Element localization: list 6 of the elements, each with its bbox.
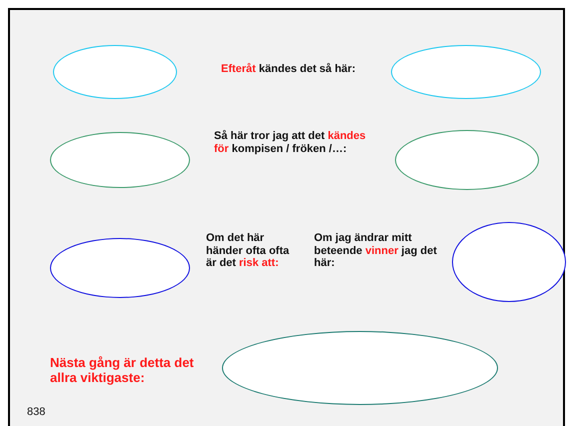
prompt-text: Om jag ändrar mitt beteende vinner jag det här: xyxy=(314,232,438,270)
page-number: 838 xyxy=(27,406,46,419)
heading-text: Nästa gång är detta det allra viktigaste: xyxy=(50,356,195,386)
prompt-text: Om det här händer ofta ofta är det risk att: xyxy=(206,232,290,270)
prompt-text: Så här tror jag att det kändes för kompisen / fröken /…: xyxy=(214,130,367,156)
prompt-text: Efteråt kändes det så här: xyxy=(221,63,356,76)
